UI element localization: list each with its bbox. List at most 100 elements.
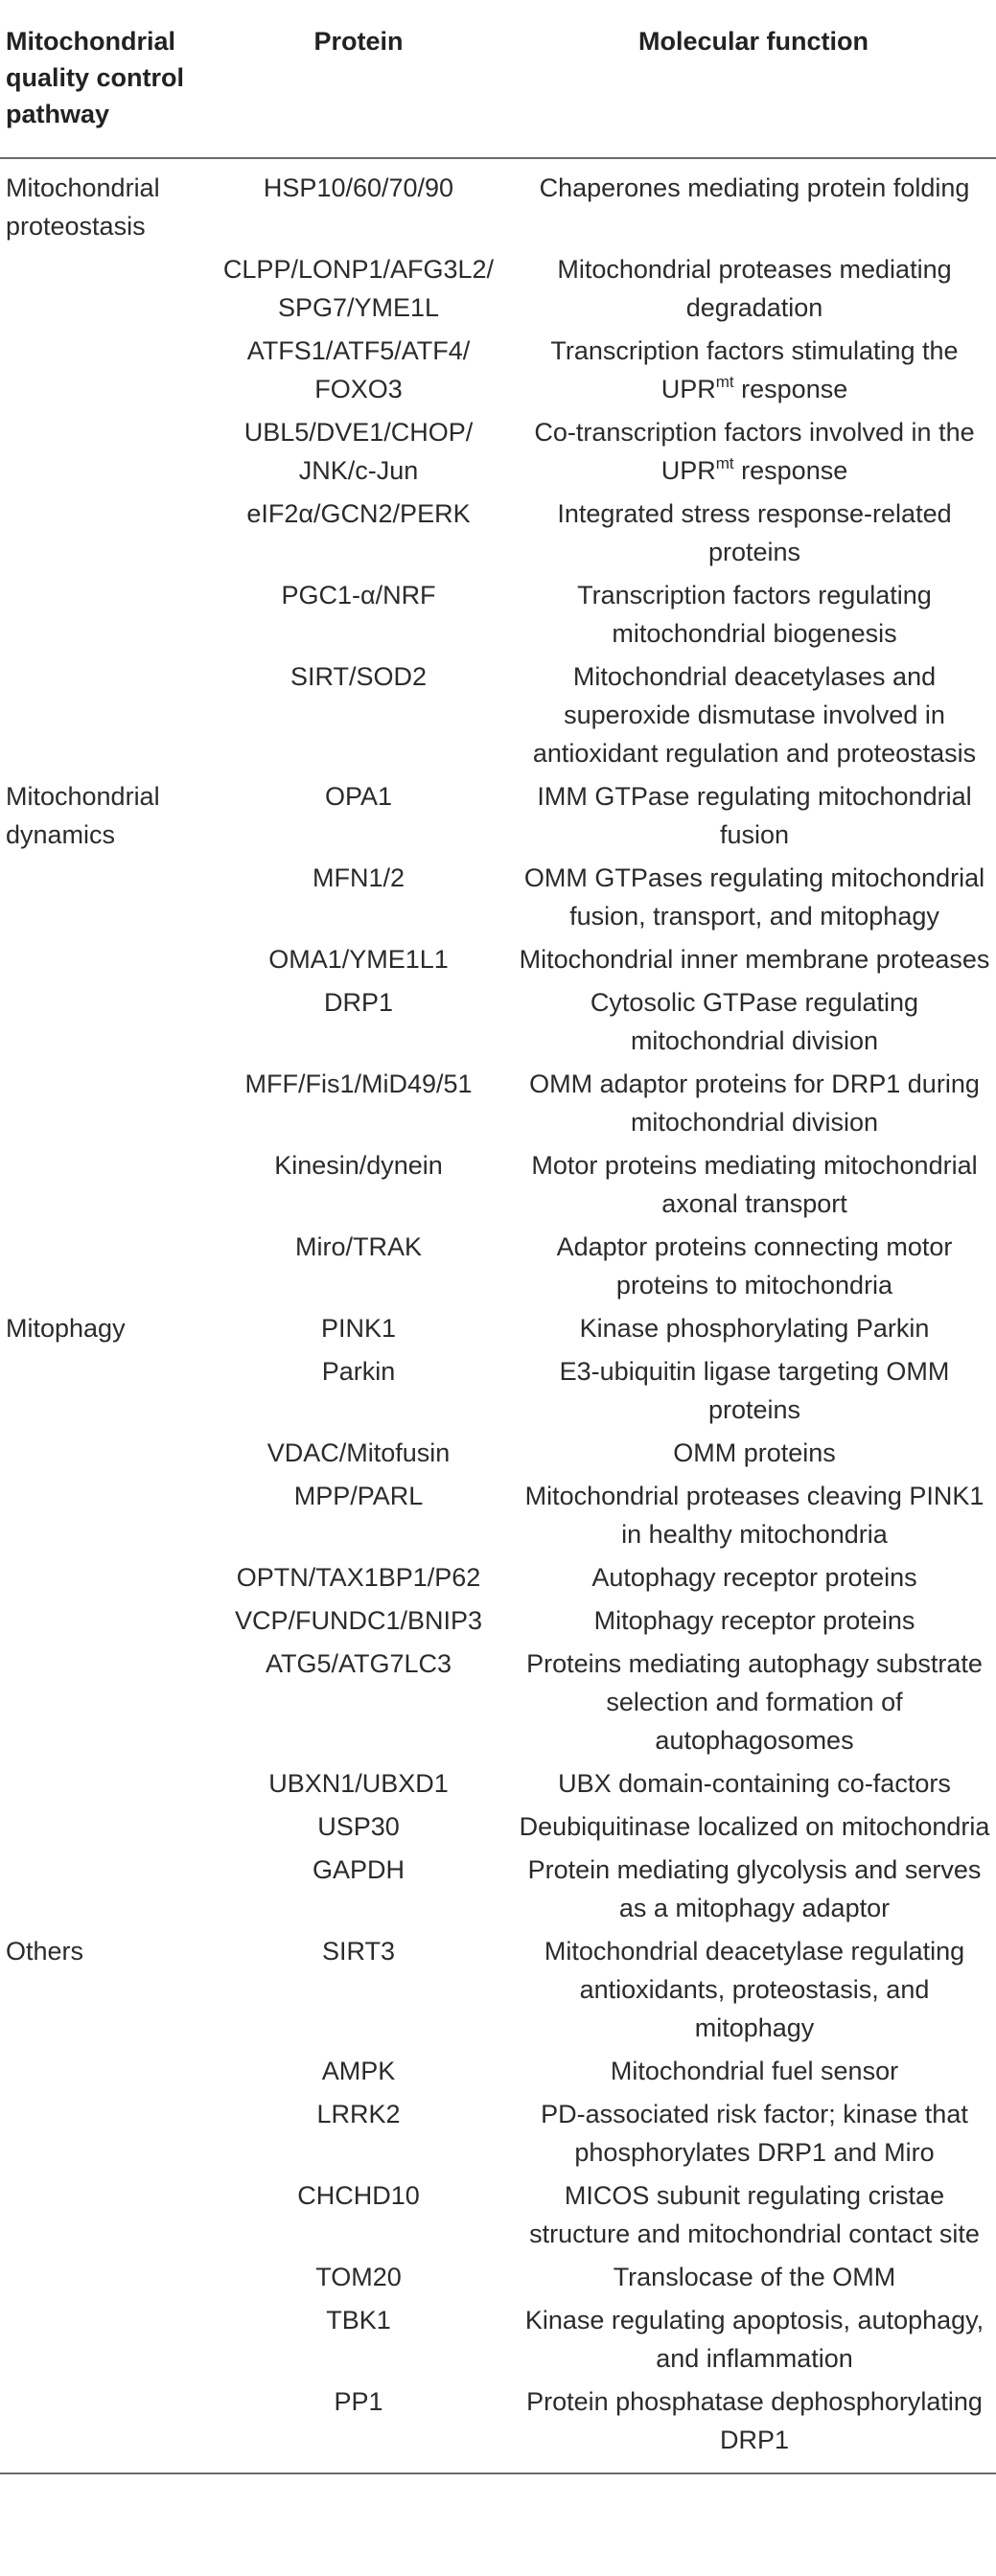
pathway-cell <box>0 1146 206 1228</box>
pathway-cell <box>0 2095 206 2176</box>
pathway-cell <box>0 1477 206 1558</box>
pathway-cell <box>0 576 206 657</box>
function-cell: Kinase regulating apoptosis, autophagy, … <box>524 2306 984 2373</box>
protein-cell: Miro/TRAK <box>294 1232 422 1261</box>
function-cell: Co-transcription factors involved in the… <box>511 413 996 494</box>
protein-cell: OPA1 <box>324 782 393 811</box>
pathway-cell <box>0 1807 206 1851</box>
protein-cell: LRRK2 <box>316 2100 401 2128</box>
function-cell: Mitophagy receptor proteins <box>593 1606 915 1635</box>
function-cell: Proteins mediating autophagy substrate s… <box>526 1649 983 1755</box>
protein-cell: TBK1 <box>326 2306 391 2334</box>
protein-cell: PGC1-α/NRF <box>281 581 436 610</box>
protein-cell: SIRT3 <box>321 1937 396 1966</box>
pathway-cell: Mitochondrial proteostasis <box>6 173 160 241</box>
table-body: Mitochondrial proteostasis HSP10/60/70/90… <box>0 158 996 2473</box>
protein-cell: CLPP/LONP1/AFG3L2/ SPG7/YME1L <box>222 255 495 322</box>
function-cell: Deubiquitinase localized on mitochondria <box>519 1812 990 1841</box>
table-row: TBK1 Kinase regulating apoptosis, autopha… <box>0 2301 996 2382</box>
table-row: PP1 Protein phosphatase dephosphorylating… <box>0 2382 996 2473</box>
function-cell: Mitochondrial proteases cleaving PINK1 i… <box>524 1482 984 1549</box>
pathway-cell <box>0 250 206 332</box>
protein-cell: Parkin <box>321 1357 396 1386</box>
function-cell: Motor proteins mediating mitochondrial a… <box>531 1151 978 1218</box>
protein-cell: DRP1 <box>323 988 394 1017</box>
header-pathway: Mitochondrial quality control pathway <box>6 27 185 128</box>
function-cell: Protein phosphatase dephosphorylating DR… <box>526 2387 983 2454</box>
pathway-cell <box>0 1764 206 1807</box>
pathway-cell <box>0 2052 206 2095</box>
pathway-cell <box>0 2382 206 2473</box>
pathway-cell: Others <box>6 1937 84 1966</box>
function-cell: PD-associated risk factor; kinase that p… <box>541 2100 968 2167</box>
pathway-cell <box>0 1644 206 1764</box>
superscript-mt: mt <box>715 454 734 472</box>
function-cell: Adaptor proteins connecting motor protei… <box>556 1232 953 1300</box>
header-protein: Protein <box>313 27 404 56</box>
protein-cell: eIF2α/GCN2/PERK <box>246 499 471 528</box>
protein-cell: HSP10/60/70/90 <box>263 173 454 202</box>
function-cell: E3-ubiquitin ligase targeting OMM protei… <box>559 1357 950 1424</box>
protein-cell: SIRT/SOD2 <box>290 662 428 691</box>
function-text: Transcription factors stimulating the UP… <box>550 336 959 403</box>
table-row: UBL5/DVE1/CHOP/ JNK/c-Jun Co-transcriptio… <box>0 413 996 494</box>
protein-cell: MPP/PARL <box>293 1482 424 1510</box>
protein-cell: CHCHD10 <box>297 2181 420 2210</box>
pathway-cell <box>0 859 206 940</box>
superscript-mt: mt <box>715 373 734 391</box>
function-cell: Integrated stress response-related prote… <box>557 499 952 566</box>
pathway-cell <box>0 1851 206 1932</box>
pathway-cell <box>0 2301 206 2382</box>
pathway-cell <box>0 413 206 494</box>
function-cell: Mitochondrial fuel sensor <box>610 2057 899 2085</box>
function-text-suffix: response <box>733 456 848 485</box>
protein-cell: PP1 <box>334 2387 383 2416</box>
pathway-cell <box>0 1065 206 1146</box>
function-cell: OMM GTPases regulating mitochondrial fus… <box>523 863 985 931</box>
protein-cell: GAPDH <box>312 1855 405 1884</box>
pathway-cell <box>0 494 206 576</box>
function-cell: Translocase of the OMM <box>613 2263 896 2291</box>
table-row: MPP/PARL Mitochondrial proteases cleaving… <box>0 1477 996 1558</box>
table-row: Mitochondrial proteostasis HSP10/60/70/90… <box>0 158 996 250</box>
pathway-cell <box>0 2176 206 2258</box>
table-row: GAPDH Protein mediating glycolysis and se… <box>0 1851 996 1932</box>
function-cell: OMM adaptor proteins for DRP1 during mit… <box>529 1070 980 1137</box>
pathway-cell <box>0 1601 206 1644</box>
function-cell: Chaperones mediating protein folding <box>539 173 970 202</box>
function-cell: Mitochondrial deacetylases and superoxid… <box>532 662 977 768</box>
function-cell: UBX domain-containing co-factors <box>558 1769 951 1798</box>
table-row: LRRK2 PD-associated risk factor; kinase t… <box>0 2095 996 2176</box>
pathway-cell <box>0 1558 206 1601</box>
protein-cell: MFF/Fis1/MiD49/51 <box>244 1070 473 1098</box>
function-cell: Autophagy receptor proteins <box>591 1563 917 1592</box>
protein-cell: OMA1/YME1L1 <box>268 945 449 974</box>
header-function: Molecular function <box>637 27 869 56</box>
mitochondrial-quality-control-table: Mitochondrial quality control pathway Pr… <box>0 6 996 2474</box>
pathway-cell <box>0 657 206 777</box>
table-header-row: Mitochondrial quality control pathway Pr… <box>0 6 996 158</box>
table-row: eIF2α/GCN2/PERK Integrated stress respons… <box>0 494 996 576</box>
pathway-cell <box>0 332 206 413</box>
pathway-cell <box>0 1352 206 1434</box>
function-text-suffix: response <box>733 375 848 403</box>
function-cell: Protein mediating glycolysis and serves … <box>527 1855 982 1922</box>
protein-cell: VDAC/Mitofusin <box>266 1438 451 1467</box>
pathway-cell: Mitochondrial dynamics <box>6 782 160 849</box>
table-row: Parkin E3-ubiquitin ligase targeting OMM … <box>0 1352 996 1434</box>
function-cell: Mitochondrial inner membrane proteases <box>519 945 990 974</box>
function-cell: IMM GTPase regulating mitochondrial fusi… <box>537 782 972 849</box>
pathway-cell <box>0 940 206 983</box>
protein-cell: UBL5/DVE1/CHOP/ JNK/c-Jun <box>243 418 474 485</box>
